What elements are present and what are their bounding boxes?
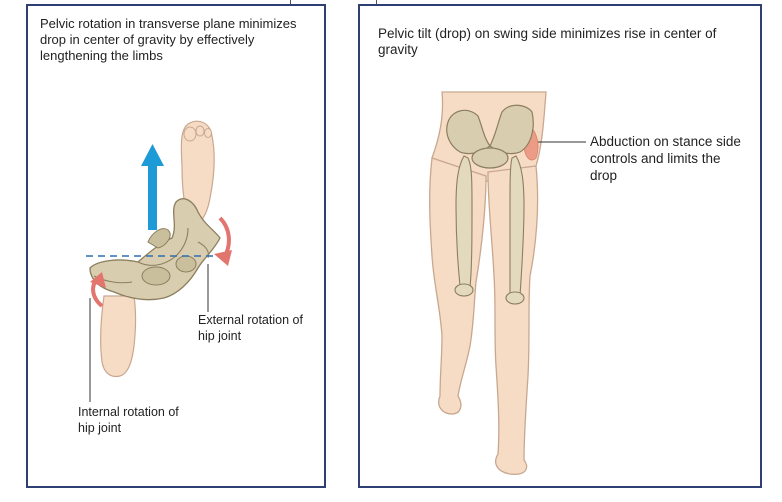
panel-pelvic-rotation: Pelvic rotation in transverse plane mini…: [26, 4, 326, 488]
arrow-shaft: [148, 164, 157, 230]
crop-tick: [376, 0, 377, 6]
arrow-head-icon: [214, 250, 232, 266]
stance-foot: [100, 295, 137, 378]
panel-title: Pelvic rotation in transverse plane mini…: [40, 16, 297, 63]
pelvic-rotation-illustration: [86, 120, 232, 402]
pelvis-bones: [446, 104, 534, 169]
femur-bones: [454, 155, 525, 305]
crop-tick: [290, 0, 291, 6]
toe: [183, 126, 197, 142]
toe: [204, 128, 212, 138]
panel-pelvic-tilt: Pelvic tilt (drop) on swing side minimiz…: [358, 4, 762, 488]
panel-title: Pelvic tilt (drop) on swing side minimiz…: [378, 26, 717, 57]
up-arrow-icon: [141, 144, 164, 166]
pelvic-tilt-illustration: [429, 91, 586, 475]
pelvis-top-view: [89, 198, 221, 301]
label-internal-rotation: Internal rotation of hip joint: [78, 405, 179, 435]
toe: [195, 125, 205, 137]
label-abduction: Abduction on stance side controls and li…: [590, 134, 741, 183]
arrow-head-icon: [90, 272, 106, 288]
label-external-rotation: External rotation of hip joint: [198, 313, 303, 343]
